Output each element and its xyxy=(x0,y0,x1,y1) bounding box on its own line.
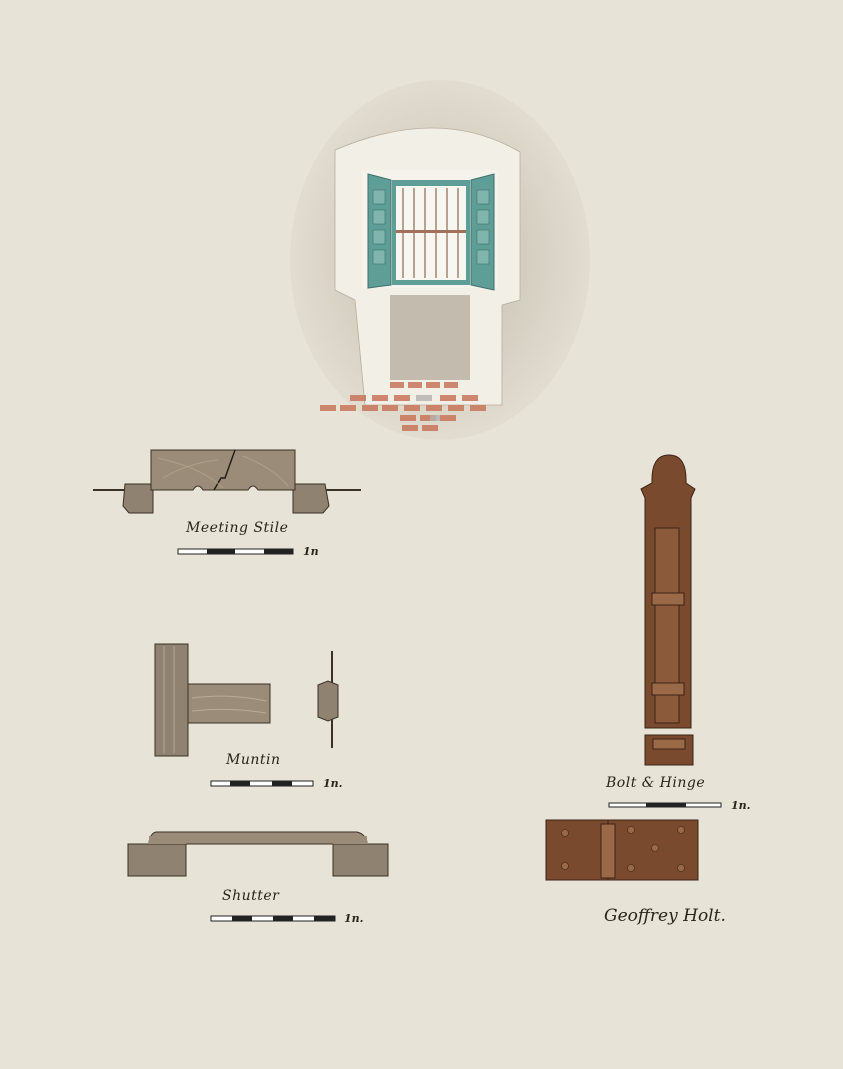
muntin-label: Muntin xyxy=(226,752,281,768)
shutter-scale-bar xyxy=(210,915,336,922)
shutter-drawing xyxy=(127,831,389,877)
muntin-scale-bar xyxy=(210,780,314,787)
meeting-stile-scale-bar xyxy=(177,548,294,555)
shutter-scale-label: 1n. xyxy=(344,912,364,925)
bolt-hinge-scale-bar xyxy=(608,802,722,808)
bolt-hinge-scale-label: 1n. xyxy=(731,799,751,812)
shutter-label: Shutter xyxy=(222,888,280,904)
meeting-stile-scale-label: 1n xyxy=(303,545,319,558)
window-niche-illustration xyxy=(290,80,590,440)
meeting-stile-label: Meeting Stile xyxy=(186,520,289,536)
bolt-drawing xyxy=(640,454,696,766)
meeting-stile-drawing xyxy=(93,449,361,514)
muntin-drawing xyxy=(154,643,339,757)
hinge-drawing xyxy=(545,819,699,881)
bolt-hinge-label: Bolt & Hinge xyxy=(606,775,706,791)
artist-signature: Geoffrey Holt. xyxy=(604,906,726,926)
muntin-scale-label: 1n. xyxy=(323,777,343,790)
